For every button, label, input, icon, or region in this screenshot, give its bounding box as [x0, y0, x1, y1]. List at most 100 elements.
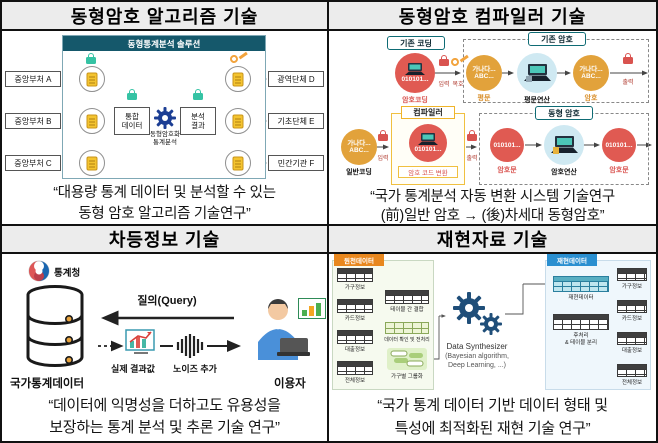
- preprocess-label: 데이터 확인 및 전처리: [384, 337, 430, 343]
- circle-text: 010101...: [605, 141, 633, 149]
- entity-circle: [79, 108, 105, 134]
- org-box-private-f: 민간기관 F: [268, 155, 324, 171]
- gears-icon: [453, 292, 502, 335]
- user-label: 이용자: [274, 378, 306, 390]
- data-table: [617, 364, 647, 377]
- table-label: 대출정보: [344, 347, 366, 353]
- entity-circle: [225, 108, 251, 134]
- lock-icon: [378, 130, 388, 141]
- caption-line: (前)일반 암호 → (後)차세대 동형암호”: [380, 208, 605, 224]
- chart-bubble-icon: [298, 298, 326, 319]
- org-box-central-b: 중앙부처 B: [5, 113, 61, 129]
- document-icon: [232, 156, 243, 170]
- table-label: 카드정보: [344, 316, 366, 322]
- analysis-result-box: 분석 결과: [180, 107, 216, 135]
- data-table: [617, 300, 647, 313]
- actual-result-label: 실제 결과값: [111, 364, 155, 374]
- document-icon: [86, 72, 97, 86]
- lock-icon: [86, 53, 96, 64]
- circle-crypto-code: 010101...: [409, 124, 447, 162]
- circle-text: 가나다...: [579, 66, 603, 73]
- join-label: 테이블 간 결합: [390, 307, 424, 313]
- data-table: [337, 361, 373, 375]
- circle-ciphertext: 가나다... ABC...: [573, 55, 609, 91]
- grouping-label: 가구별 그룹화: [391, 374, 423, 380]
- org-box-metro-d: 광역단체 D: [268, 71, 324, 87]
- noise-icon: [176, 334, 204, 358]
- quadrant-differential: 차등정보 기술: [2, 226, 329, 441]
- table-label: 대출정보: [621, 348, 643, 354]
- algorithm-caption: “대용량 통계 데이터 및 분석할 수 있는 동형 암호 알고리즘 기술연구”: [2, 183, 327, 224]
- badge-code-convert: 암호 코드 변환: [398, 166, 458, 178]
- laptop-icon: [551, 135, 578, 154]
- caption-line: “국가 통계분석 자동 변환 시스템 기술연구: [370, 189, 615, 205]
- quadrant-title: 차등정보 기술: [2, 226, 327, 254]
- circle-label: 일반코딩: [346, 169, 372, 176]
- box-line: 데이터: [121, 121, 143, 130]
- org-box-central-c: 중앙부처 C: [5, 155, 61, 171]
- join-table: [385, 290, 429, 304]
- compiler-caption: “국가 통계분석 자동 변환 시스템 기술연구 (前)일반 암호 → (後)차세…: [329, 188, 656, 224]
- circle-ciphertext1: 010101...: [490, 128, 524, 162]
- badge-homomorphic: 동형 암호: [535, 106, 593, 120]
- io-label-input: 입력: [438, 82, 450, 88]
- circle-plain-compute: [517, 53, 557, 93]
- table-label: 전체정보: [621, 380, 643, 386]
- circle-label: 암호: [584, 95, 598, 102]
- laptop-icon: [405, 63, 425, 75]
- circle-text: ABC...: [474, 73, 494, 80]
- badge-compiler: 컴파일러: [401, 106, 455, 119]
- circle-text: 010101...: [414, 146, 442, 153]
- badge-existing-crypto: 기존 암호: [528, 32, 586, 46]
- org-box-central-a: 중앙부처 A: [5, 71, 61, 87]
- agency-logo-icon: [28, 260, 50, 282]
- table-label: 가구정보: [621, 284, 643, 290]
- box-line: 분석: [191, 112, 205, 121]
- circle-crypto-coding: 010101...: [395, 53, 435, 93]
- entity-circle: [225, 150, 251, 176]
- query-label: 질의(Query): [137, 295, 197, 307]
- synthetic-diagram: 원천데이터 가구정보 카드정보 대출정보 전체정보 테이블 간 결합 데이터 확…: [329, 254, 656, 441]
- gear-label-line: 통계분석: [153, 139, 177, 146]
- circle-text: 가나다...: [347, 140, 371, 147]
- laptop-icon: [524, 63, 551, 82]
- caption-line: “국가 통계 데이터 기반 데이터 형태 및: [377, 397, 608, 414]
- database-label: 국가통계데이터: [10, 378, 85, 390]
- document-icon: [232, 72, 243, 86]
- data-table: [337, 299, 373, 313]
- circle-text: 010101...: [493, 141, 521, 149]
- synthetic-caption: “국가 통계 데이터 기반 데이터 형태 및 특성에 최적화된 재현 기술 연구…: [329, 394, 656, 440]
- io-label-output: 출력: [466, 156, 478, 162]
- quadrant-compiler: 동형암호 컴파일러 기술 기존 코딩 기존 암호: [329, 2, 656, 226]
- postprocess-label-line1: 후처리: [573, 333, 589, 339]
- data-table: [617, 332, 647, 345]
- synthetic-table: [553, 276, 609, 292]
- gear-label: 동형암호화 통계분석: [142, 131, 188, 147]
- quadrant-synthetic: 재현자료 기술: [329, 226, 656, 441]
- circle-label: 암호문: [609, 167, 629, 174]
- document-icon: [86, 114, 97, 128]
- caption-line: “데이터에 익명성을 더하고도 유용성을: [48, 397, 281, 414]
- user-icon: [258, 299, 310, 360]
- connector-lines: [98, 310, 241, 358]
- caption-line: “대용량 통계 데이터 및 분석할 수 있는: [53, 185, 276, 201]
- circle-label: 암호연산: [551, 169, 577, 176]
- box-line: 통합: [125, 112, 139, 121]
- solution-header: 동형통계분석 솔루션: [63, 36, 265, 51]
- circle-text: 010101...: [401, 76, 429, 83]
- lock-icon: [439, 55, 449, 66]
- agency-label: 통계청: [54, 268, 81, 279]
- differential-caption: “데이터에 익명성을 더하고도 유용성을 보장하는 통계 분석 및 추론 기술 …: [2, 395, 327, 439]
- synthesizer-line: Deep Learning, ...): [448, 362, 506, 369]
- entity-circle: [225, 66, 251, 92]
- laptop-icon: [418, 133, 438, 145]
- preprocess-table: [385, 322, 429, 334]
- document-icon: [86, 156, 97, 170]
- gear-icon: [154, 107, 176, 129]
- gear-label-line: 동형암호화: [150, 131, 180, 138]
- table-label: 가구정보: [344, 285, 366, 291]
- io-label-output: 출력: [622, 80, 634, 86]
- quadrant-title: 재현자료 기술: [329, 226, 656, 254]
- circle-crypto-compute: [544, 125, 584, 165]
